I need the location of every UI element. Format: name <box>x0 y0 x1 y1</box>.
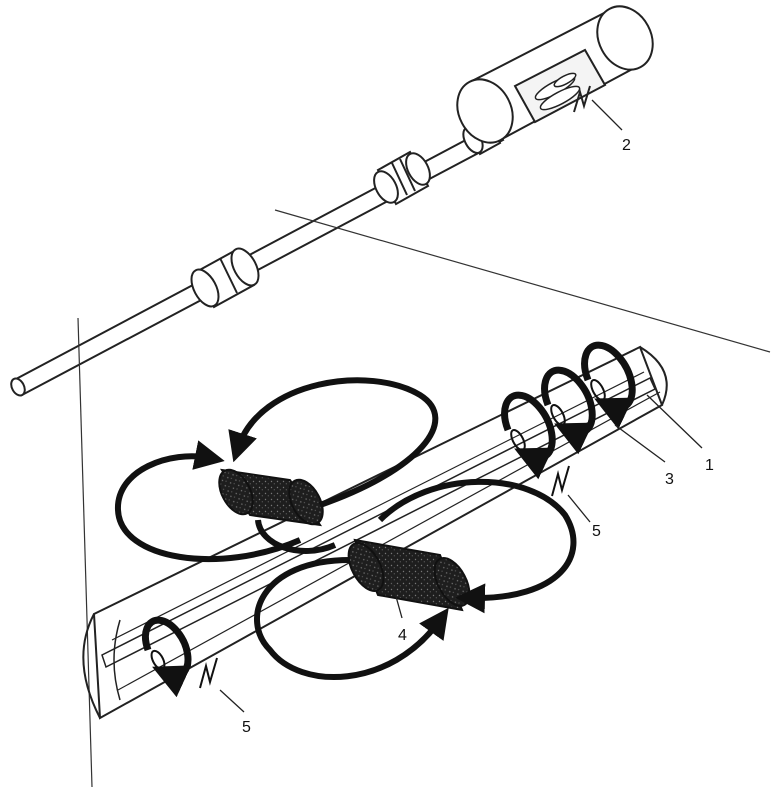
field-ring <box>541 366 596 455</box>
field-ring <box>581 341 636 430</box>
spark-symbol-top <box>573 85 591 113</box>
callout-label-5-bottom: 5 <box>242 719 251 736</box>
transmission-tube <box>82 345 668 720</box>
field-rings-right <box>501 341 636 480</box>
leader-lines <box>219 99 703 713</box>
field-ring-left <box>142 616 192 698</box>
rod-end <box>10 377 26 397</box>
probe-housing <box>456 5 654 144</box>
field-loop-lower-right <box>377 478 577 614</box>
callout-label-1: 1 <box>705 457 714 474</box>
field-ring <box>501 391 556 480</box>
callout-label-4: 4 <box>398 627 407 644</box>
spark-symbol-middle <box>551 465 570 497</box>
tube-body <box>92 345 664 720</box>
probe-rod <box>14 123 505 397</box>
callout-label-2: 2 <box>622 137 631 154</box>
rod-nut <box>373 150 431 206</box>
magnet-upper <box>218 468 324 527</box>
spark-symbol-bottom <box>199 657 218 689</box>
spark-symbols <box>199 465 570 689</box>
tube-left-end <box>82 613 101 719</box>
magnet-lower <box>347 538 471 612</box>
probe-inner-element <box>534 72 581 111</box>
field-loop-upper-outer <box>228 377 439 508</box>
rod-fitting-left <box>190 247 260 309</box>
probe-assembly <box>10 5 654 397</box>
callout-label-3: 3 <box>665 471 674 488</box>
field-loops <box>114 377 577 681</box>
field-loop-upper-left <box>114 440 302 563</box>
callout-label-5-middle: 5 <box>592 523 601 540</box>
field-loop-upper-inner <box>255 519 337 554</box>
magnification-lines <box>77 209 771 787</box>
tube-right-end <box>639 346 668 406</box>
field-loop-lower-left <box>254 557 449 681</box>
